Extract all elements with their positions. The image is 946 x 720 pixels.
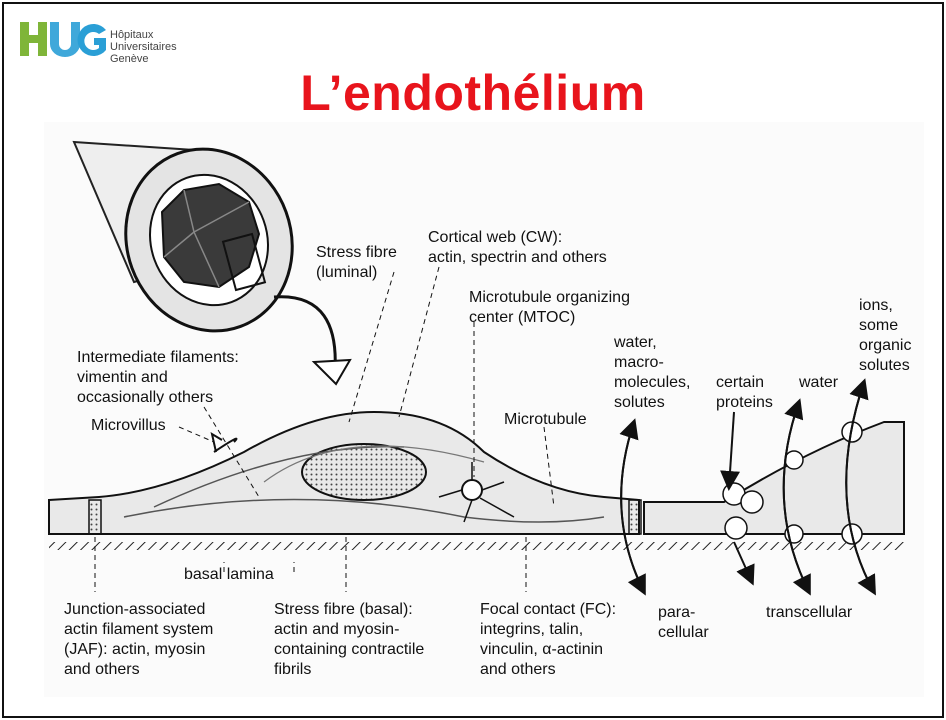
label-jaf-3: (JAF): actin, myosin bbox=[64, 641, 205, 658]
label-focal-4: and others bbox=[480, 661, 556, 678]
label-intermediate-1: Intermediate filaments: bbox=[77, 349, 239, 366]
label-mtoc-2: center (MTOC) bbox=[469, 309, 575, 326]
logo-text: Hôpitaux Universitaires Genève bbox=[110, 29, 177, 65]
hug-logo-mark bbox=[18, 16, 108, 66]
label-focal-1: Focal contact (FC): bbox=[480, 601, 616, 618]
label-certain-2: proteins bbox=[716, 394, 773, 411]
slide-title: L’endothélium bbox=[4, 64, 942, 122]
label-ions-1: ions, bbox=[859, 297, 893, 314]
label-water-macro-1: water, bbox=[613, 334, 657, 351]
label-stress-basal-2: actin and myosin- bbox=[274, 621, 399, 638]
label-water-macro-2: macro- bbox=[614, 354, 664, 371]
vessel-illustration bbox=[74, 126, 350, 384]
basal-lamina-band bbox=[49, 542, 904, 550]
label-certain-1: certain bbox=[716, 374, 764, 391]
label-basal-lamina: basal lamina bbox=[184, 566, 274, 583]
label-water: water bbox=[798, 374, 839, 391]
endothelium-figure: Stress fibre (luminal) Cortical web (CW)… bbox=[44, 122, 924, 697]
label-water-macro-3: molecules, bbox=[614, 374, 690, 391]
label-stress-basal-1: Stress fibre (basal): bbox=[274, 601, 413, 618]
label-intermediate-2: vimentin and bbox=[77, 369, 168, 386]
label-stress-luminal-2: (luminal) bbox=[316, 264, 377, 281]
label-paracellular-1: para- bbox=[658, 604, 695, 621]
label-cortical-2: actin, spectrin and others bbox=[428, 249, 607, 266]
label-stress-luminal-1: Stress fibre bbox=[316, 244, 397, 261]
label-ions-4: solutes bbox=[859, 357, 910, 374]
label-paracellular-2: cellular bbox=[658, 624, 709, 641]
hug-logo: Hôpitaux Universitaires Genève bbox=[18, 16, 198, 66]
label-intermediate-3: occasionally others bbox=[77, 389, 213, 406]
label-ions-3: organic bbox=[859, 337, 911, 354]
label-focal-3: vinculin, α-actinin bbox=[480, 641, 603, 658]
label-stress-basal-3: containing contractile bbox=[274, 641, 424, 658]
label-water-macro-4: solutes bbox=[614, 394, 665, 411]
label-transcellular: transcellular bbox=[766, 604, 853, 621]
label-focal-2: integrins, talin, bbox=[480, 621, 583, 638]
endothelial-cell bbox=[49, 412, 904, 544]
label-jaf-2: actin filament system bbox=[64, 621, 213, 638]
label-microvillus: Microvillus bbox=[91, 417, 166, 434]
endothelium-diagram: Stress fibre (luminal) Cortical web (CW)… bbox=[44, 122, 924, 697]
label-microtubule: Microtubule bbox=[504, 411, 587, 428]
label-stress-basal-4: fibrils bbox=[274, 661, 311, 678]
logo-line-1: Hôpitaux bbox=[110, 29, 177, 41]
logo-line-2: Universitaires bbox=[110, 41, 177, 53]
label-ions-2: some bbox=[859, 317, 898, 334]
label-jaf-4: and others bbox=[64, 661, 140, 678]
label-mtoc-1: Microtubule organizing bbox=[469, 289, 630, 306]
label-jaf-1: Junction-associated bbox=[64, 601, 205, 618]
label-cortical-1: Cortical web (CW): bbox=[428, 229, 562, 246]
